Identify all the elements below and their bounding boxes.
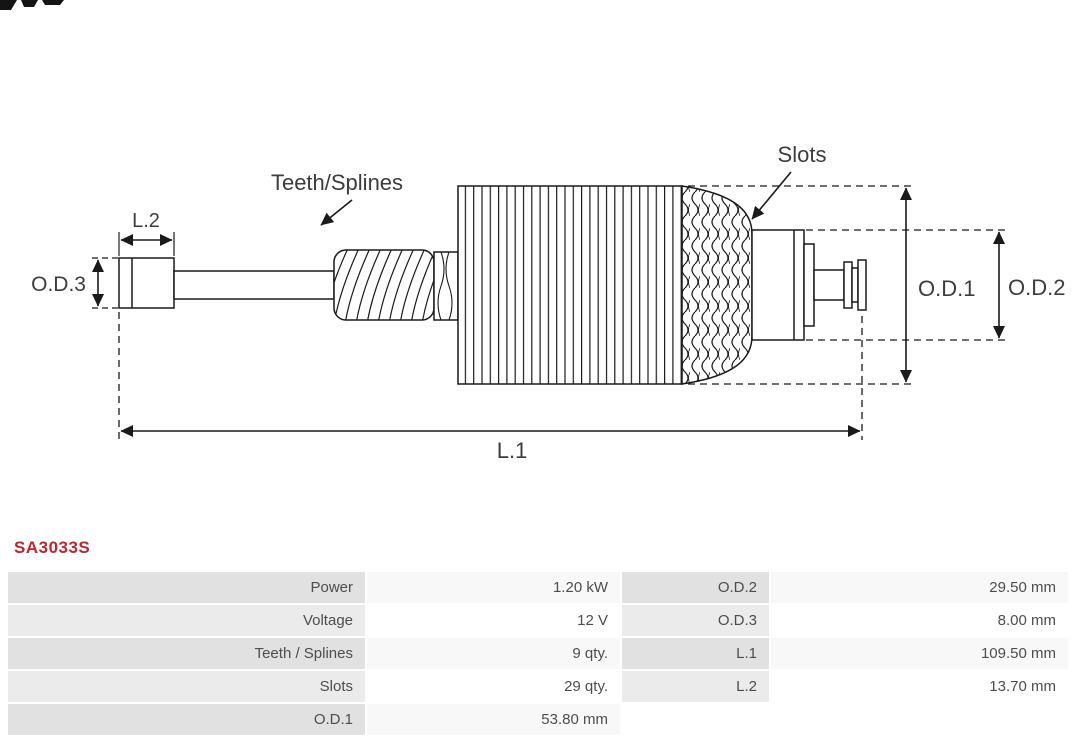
label-l1: L.1 xyxy=(497,438,528,463)
spec-value: 8.00 mm xyxy=(771,605,1068,636)
spec-row: Slots 29 qty. L.2 13.70 mm xyxy=(8,671,1068,702)
spec-label: O.D.2 xyxy=(622,572,769,603)
spec-value: 29 qty. xyxy=(367,671,620,702)
shaft-left-end xyxy=(118,257,335,309)
label-od3: O.D.3 xyxy=(31,273,86,296)
spec-value: 29.50 mm xyxy=(771,572,1068,603)
label-od1: O.D.1 xyxy=(918,276,975,301)
spec-label: Voltage xyxy=(8,605,365,636)
callout-arrow-slots xyxy=(751,171,792,220)
label-teeth-splines: Teeth/Splines xyxy=(271,170,403,195)
spec-label: O.D.1 xyxy=(8,704,365,735)
dim-l2 xyxy=(118,232,175,256)
spec-row: Voltage 12 V O.D.3 8.00 mm xyxy=(8,605,1068,636)
diagram-area: Teeth/Splines Slots L.2 O.D.3 O.D.1 O.D.… xyxy=(0,0,1065,463)
slots-windings xyxy=(681,185,753,385)
spec-value-empty xyxy=(771,704,1068,735)
label-slots: Slots xyxy=(778,142,827,167)
spec-value: 53.80 mm xyxy=(367,704,620,735)
spec-label: Power xyxy=(8,572,365,603)
dim-od3 xyxy=(92,257,119,309)
diagram-labels: Teeth/Splines Slots L.2 O.D.3 O.D.1 O.D.… xyxy=(31,142,1065,463)
armature-diagram: Teeth/Splines Slots L.2 O.D.3 O.D.1 O.D.… xyxy=(0,0,1065,463)
spec-row: Teeth / Splines 9 qty. L.1 109.50 mm xyxy=(8,638,1068,669)
dimensions xyxy=(92,171,1006,440)
dim-od2 xyxy=(806,229,1006,341)
logo-fragment-icon xyxy=(0,0,64,10)
collar xyxy=(433,251,459,321)
part-number: SA3033S xyxy=(14,538,91,557)
spec-row: O.D.1 53.80 mm xyxy=(8,704,1068,735)
label-l2: L.2 xyxy=(132,210,160,232)
spec-label: L.2 xyxy=(622,671,769,702)
armature-drawing xyxy=(118,185,867,385)
callout-arrow-teeth-splines xyxy=(320,199,353,226)
dim-l1 xyxy=(118,312,863,440)
label-od2: O.D.2 xyxy=(1008,275,1065,300)
spec-label-empty xyxy=(622,704,769,735)
spec-label: Slots xyxy=(8,671,365,702)
spec-label: O.D.3 xyxy=(622,605,769,636)
commutator xyxy=(751,229,867,341)
specs-table: Power 1.20 kW O.D.2 29.50 mm Voltage 12 … xyxy=(6,570,1070,737)
spec-value: 12 V xyxy=(367,605,620,636)
spec-value: 13.70 mm xyxy=(771,671,1068,702)
dim-od1 xyxy=(688,185,914,385)
spec-value: 1.20 kW xyxy=(367,572,620,603)
spec-label: L.1 xyxy=(622,638,769,669)
spec-label: Teeth / Splines xyxy=(8,638,365,669)
armature-core xyxy=(457,185,683,385)
spec-value: 109.50 mm xyxy=(771,638,1068,669)
spec-row: Power 1.20 kW O.D.2 29.50 mm xyxy=(8,572,1068,603)
spec-value: 9 qty. xyxy=(367,638,620,669)
